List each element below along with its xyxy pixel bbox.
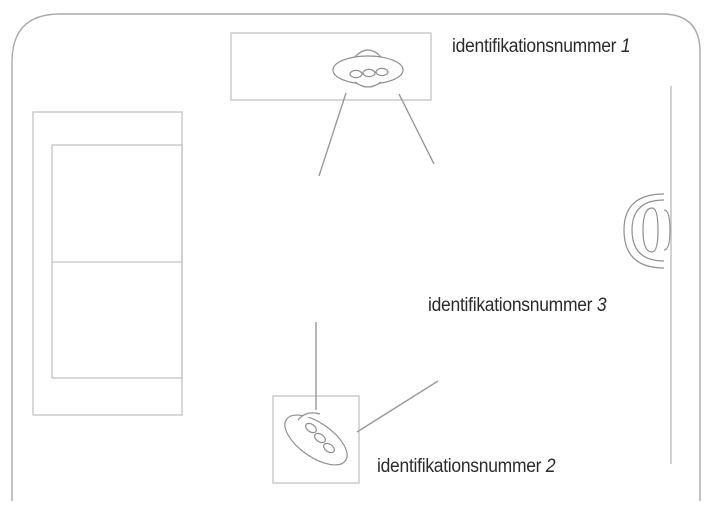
device-1-label-number: 1 — [620, 36, 631, 57]
device-1-group — [230, 32, 435, 177]
ceiling-sensor-icon — [332, 49, 404, 88]
device-1-label-text: identifikationsnummer — [452, 36, 617, 57]
device-3-label-number: 3 — [596, 295, 607, 316]
floor-sensor-icon — [284, 412, 348, 466]
device-2-label: identifikationsnummer 2 — [377, 456, 556, 477]
device-2-label-number: 2 — [545, 456, 556, 477]
device-3-label: identifikationsnummer 3 — [428, 295, 607, 316]
device-2-beam-right — [356, 380, 439, 433]
device-1-beam-right — [398, 93, 435, 165]
device-1-label: identifikationsnummer 1 — [452, 36, 631, 57]
device-1-mount — [230, 32, 432, 101]
device-3-label-text: identifikationsnummer — [428, 295, 593, 316]
room-outline — [11, 13, 701, 501]
device-2-group — [272, 322, 439, 484]
device-1-beam-left — [318, 92, 347, 177]
wall-sensor-icon — [623, 193, 671, 269]
device-2-label-text: identifikationsnummer — [377, 456, 542, 477]
sofa — [32, 111, 183, 416]
